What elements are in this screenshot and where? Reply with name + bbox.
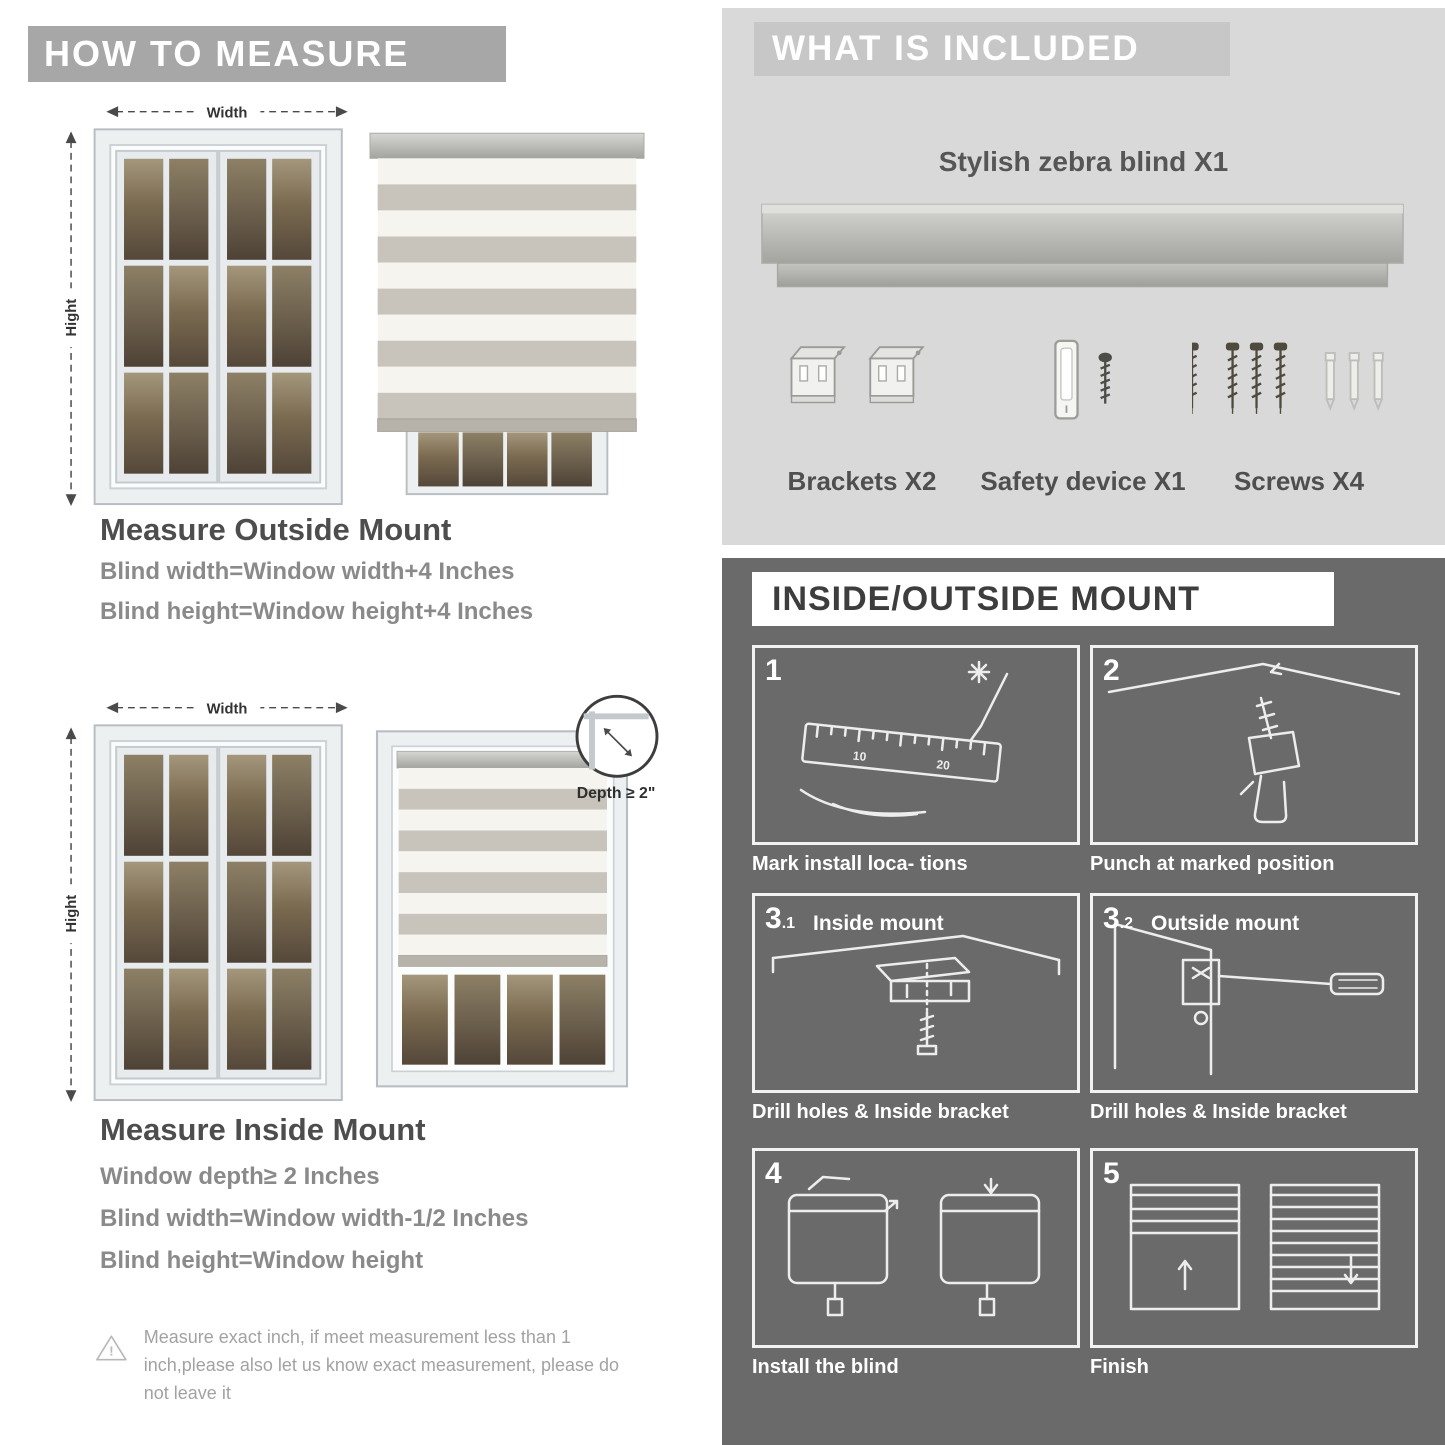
svg-text:20: 20 <box>936 757 951 772</box>
step-4: 4 <box>752 1148 1080 1379</box>
step1-mark-illustration: 10 20 <box>799 660 1009 817</box>
how-to-measure-panel: HOW TO MEASURE Width Hight <box>0 0 712 1445</box>
what-is-included-panel: WHAT IS INCLUDED Stylish zebra blind X1 <box>722 8 1445 545</box>
outside-mount-formulas: Blind width=Window width+4 Inches Blind … <box>100 552 533 632</box>
step-4-number: 4 <box>765 1157 782 1190</box>
inside-formula-height: Blind height=Window height <box>100 1247 424 1274</box>
height-dimension-label: Hight <box>64 299 80 337</box>
outside-formula-width: Blind width=Window width+4 Inches <box>100 558 515 585</box>
mount-header: INSIDE/OUTSIDE MOUNT <box>752 572 1334 626</box>
step-2-number: 2 <box>1103 654 1120 687</box>
inside-mount-blind-illustration: Depth ≥ 2" <box>375 694 659 1088</box>
step-2-panel: 2 <box>1090 645 1418 845</box>
step-3-2-number: 3.2 <box>1103 902 1134 935</box>
step-1-panel: 1 10 20 <box>752 645 1080 845</box>
step3-1-inside-bracket-illustration <box>771 934 1061 1056</box>
zebra-blind-label: Stylish zebra blind X1 <box>938 146 1229 177</box>
step2-drill-illustration <box>1107 662 1401 824</box>
depth-callout-circle <box>575 694 659 778</box>
safety-device-label: Safety device X1 <box>980 466 1186 496</box>
step-3-2: 3.2 Outside mount Dr <box>1090 893 1418 1124</box>
step5-finish-illustration <box>1129 1183 1381 1311</box>
window-measure-illustration-inside: Width Hight <box>59 694 348 1103</box>
step-2: 2 Punch at marked <box>1090 645 1418 876</box>
measure-warning: ! Measure exact inch, if meet measuremen… <box>95 1318 640 1408</box>
step-3-2-title: Outside mount <box>1151 912 1300 935</box>
screws-label: Screws X4 <box>1233 466 1365 496</box>
inside-formula-width: Blind width=Window width-1/2 Inches <box>100 1205 529 1232</box>
svg-text:!: ! <box>109 1343 113 1358</box>
inside-mount-formulas: Window depth≥ 2 Inches Blind width=Windo… <box>100 1156 528 1282</box>
warning-triangle-icon: ! <box>96 1335 127 1361</box>
step4-install-illustration <box>787 1175 1041 1317</box>
step-3-1: 3.1 Inside mount <box>752 893 1080 1124</box>
step-5-panel: 5 <box>1090 1148 1418 1348</box>
step-1: 1 10 20 <box>752 645 1080 876</box>
svg-text:10: 10 <box>852 749 867 764</box>
step3-2-outside-bracket-illustration <box>1113 922 1385 1076</box>
inside-mount-heading: Measure Inside Mount <box>100 1112 426 1147</box>
step-1-caption: Mark install loca- tions <box>752 853 968 875</box>
headrail-illustration <box>761 203 1404 288</box>
width-dimension-label: Width <box>207 702 248 718</box>
step-5: 5 Finish <box>1090 1148 1418 1379</box>
window-measure-illustration-outside: Width Hight <box>59 98 348 507</box>
screws-and-anchors-icon <box>1192 342 1384 416</box>
step-4-panel: 4 <box>752 1148 1080 1348</box>
step-3-1-number: 3.1 <box>765 902 796 935</box>
depth-callout-label: Depth ≥ 2" <box>577 785 656 802</box>
how-to-measure-header: HOW TO MEASURE <box>28 26 506 82</box>
width-dimension-label: Width <box>207 106 248 122</box>
step-2-caption: Punch at marked position <box>1090 853 1335 875</box>
brackets-label: Brackets X2 <box>787 466 937 496</box>
safety-device-icon <box>1054 339 1112 420</box>
step-5-caption: Finish <box>1090 1356 1149 1378</box>
outside-mount-blind-illustration <box>369 132 645 496</box>
step-1-number: 1 <box>765 654 782 687</box>
warning-text: Measure exact inch, if meet measurement … <box>143 1327 620 1403</box>
step-3-1-title: Inside mount <box>813 912 944 935</box>
outside-mount-heading: Measure Outside Mount <box>100 512 452 547</box>
step-5-number: 5 <box>1103 1157 1120 1190</box>
step-4-caption: Install the blind <box>752 1356 899 1378</box>
step-3-2-panel: 3.2 Outside mount <box>1090 893 1418 1093</box>
what-is-included-header: WHAT IS INCLUDED <box>754 22 1230 76</box>
outside-formula-height: Blind height=Window height+4 Inches <box>100 598 534 625</box>
height-dimension-label: Hight <box>64 895 80 933</box>
inside-formula-depth: Window depth≥ 2 Inches <box>100 1163 380 1190</box>
brackets-icon <box>789 346 924 404</box>
right-panels: WHAT IS INCLUDED Stylish zebra blind X1 <box>722 0 1445 1445</box>
step-3-1-caption: Drill holes & Inside bracket <box>752 1101 1009 1123</box>
step-3-1-panel: 3.1 Inside mount <box>752 893 1080 1093</box>
step-3-2-caption: Drill holes & Inside bracket <box>1090 1101 1347 1123</box>
mount-steps-panel: INSIDE/OUTSIDE MOUNT 1 10 20 <box>722 558 1445 1445</box>
